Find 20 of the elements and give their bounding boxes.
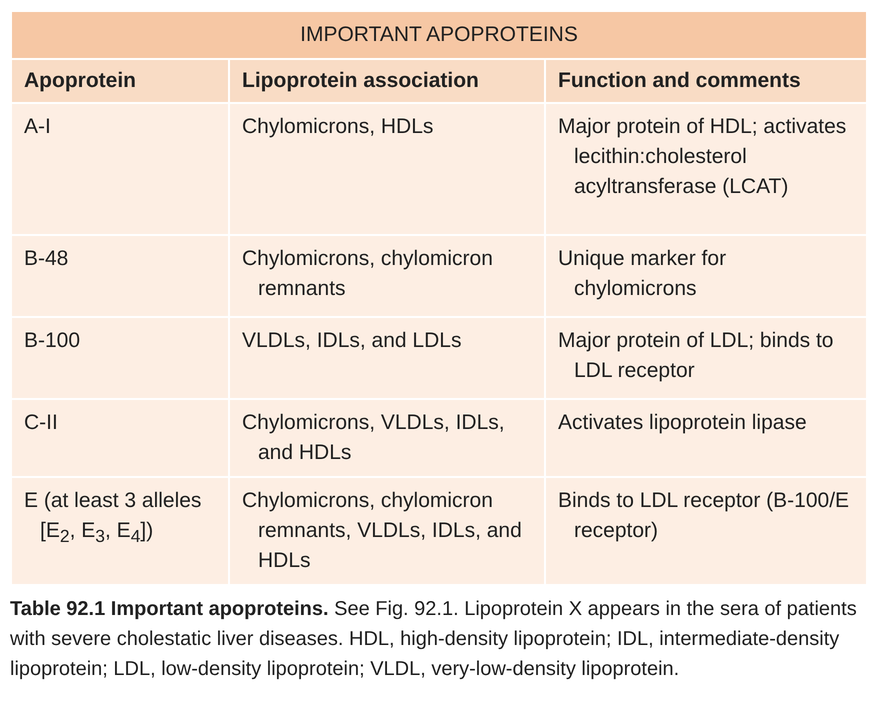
table-cell-text: Chylomicrons, chylomicron remnants: [242, 246, 494, 302]
column-header: Apoprotein: [24, 69, 136, 92]
table-cell-text: A-I: [24, 114, 52, 140]
table-cell-text: E (at least 3 alleles [E$_{2}$, E$_{3}$, E$_{4}$]): [24, 488, 202, 548]
table-cell-text: B-100: [24, 328, 82, 354]
column-header: Function and comments: [558, 69, 801, 92]
table-cell-text: Unique marker for chylomicrons: [558, 246, 728, 302]
table-cell-text: C-II: [24, 410, 59, 436]
table-cell-text: B-48: [24, 246, 70, 272]
column-header: Lipoprotein association: [242, 69, 479, 92]
table-cell-text: Major protein of HDL; activates lecithin:cholesterol acyltransferase (LCAT): [558, 114, 848, 200]
table-title: IMPORTANT APOPROTEINS: [11, 11, 867, 59]
table-cell-text: Binds to LDL receptor (B-100/E receptor): [558, 488, 850, 544]
table-caption: Table 92.1 Important apoproteins. See Fig. 92.1. Lipoprotein X appears in the sera of patients with severe cholestatic liver diseases. HDL, high-density lipoprotein; IDL, intermediate-density lipoprotein; LDL, low-density lipoprotein; VLDL, very-low-density lipoprotein.: [10, 597, 858, 682]
table-cell-text: Chylomicrons, VLDLs, IDLs, and HDLs: [242, 410, 506, 466]
table-cell-text: Activates lipoprotein lipase: [558, 410, 808, 436]
table-cell-text: Major protein of LDL; binds to LDL receptor: [558, 328, 834, 384]
table-cell-text: VLDLs, IDLs, and LDLs: [242, 328, 462, 354]
table-cell-text: Chylomicrons, HDLs: [242, 114, 434, 140]
table-cell-text: Chylomicrons, chylomicron remnants, VLDLs, IDLs, and HDLs: [242, 488, 523, 574]
